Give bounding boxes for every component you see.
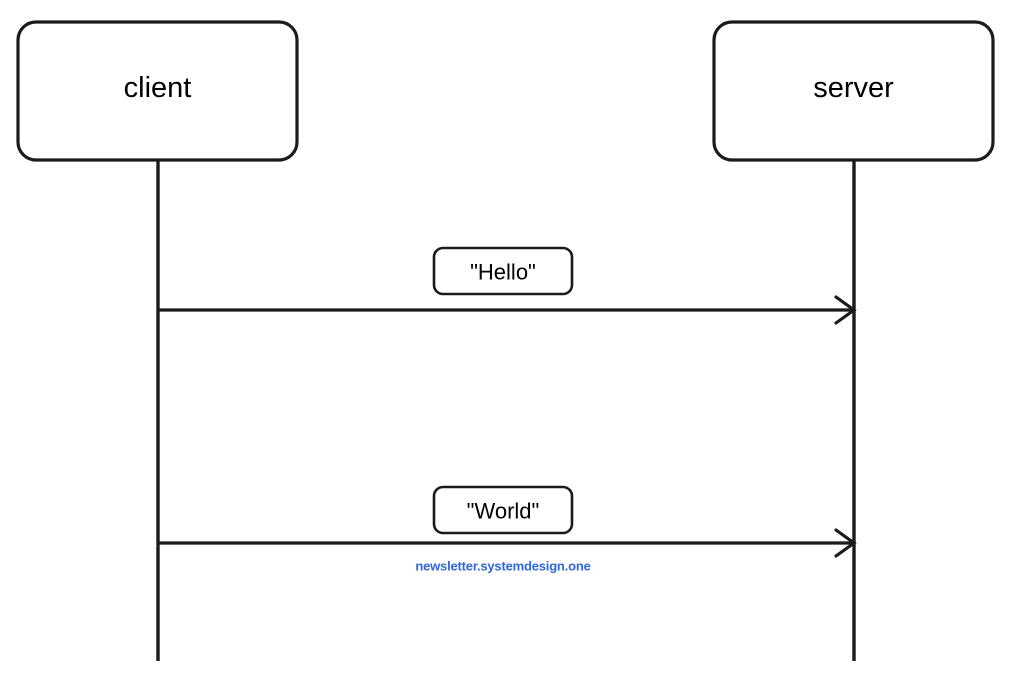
- participant-server-box: [712, 20, 995, 162]
- participant-server-label: server: [813, 72, 894, 104]
- message-world-arrowhead-icon: [834, 528, 857, 558]
- message-hello-label: "Hello": [470, 260, 536, 285]
- watermark-text: newsletter.systemdesign.one: [415, 559, 590, 574]
- message-world-label: "World": [467, 499, 540, 524]
- participant-client-label: client: [124, 72, 192, 104]
- participant-client[interactable]: client: [16, 20, 299, 162]
- message-world[interactable]: "World": [158, 485, 857, 558]
- participant-client-box: [16, 20, 299, 162]
- message-hello-label-box: [432, 246, 574, 296]
- message-world-label-box: [432, 485, 574, 535]
- message-hello[interactable]: "Hello": [158, 246, 857, 325]
- participant-server[interactable]: server: [712, 20, 995, 162]
- message-hello-arrowhead-icon: [834, 295, 857, 325]
